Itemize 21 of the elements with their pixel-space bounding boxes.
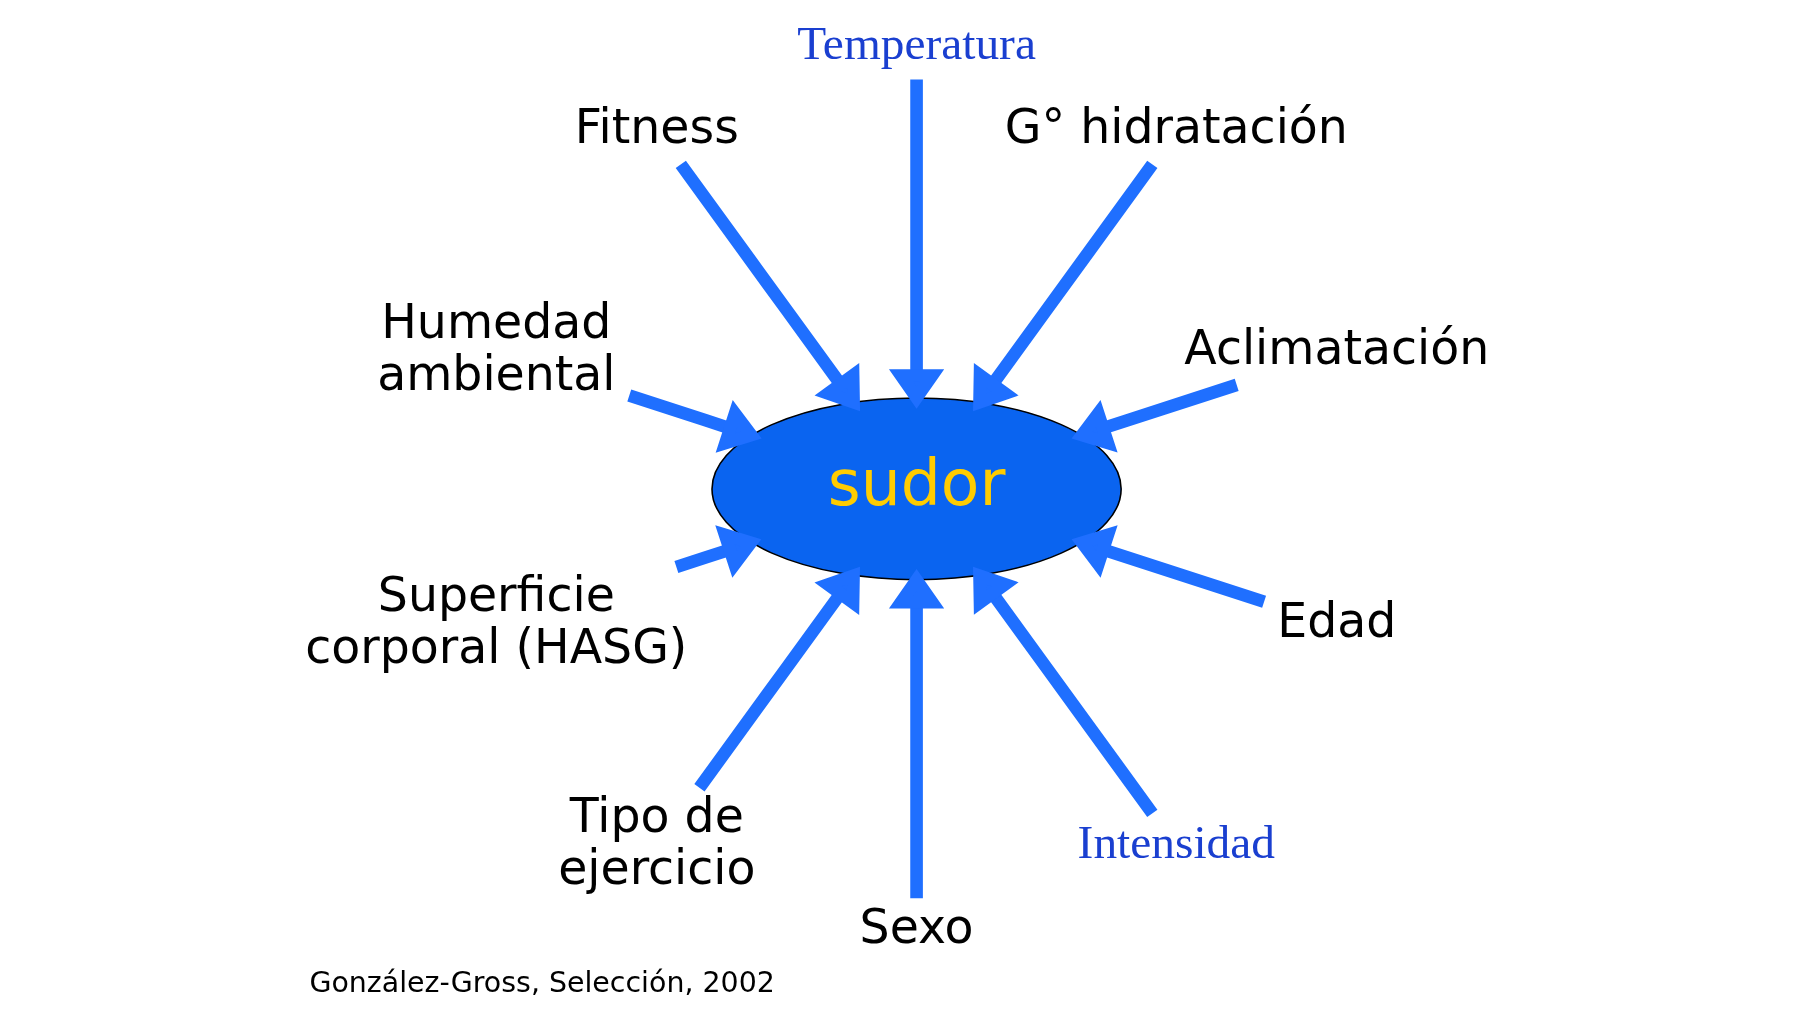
arrow	[675, 160, 861, 412]
arrow	[888, 569, 945, 899]
node-text: Temperatura	[797, 16, 1036, 69]
node-text: Superficie corporal (HASG)	[305, 567, 688, 675]
node-text: Tipo de ejercicio	[558, 788, 756, 896]
node-text: Edad	[1277, 593, 1397, 649]
arrow	[674, 525, 762, 578]
arrow	[973, 160, 1158, 412]
arrow	[888, 79, 945, 409]
arrow	[1071, 378, 1239, 453]
node-text: G° hidratación	[1004, 99, 1348, 155]
node-text: Humedad ambiental	[377, 294, 616, 402]
arrow	[694, 566, 860, 792]
node-text: Aclimatación	[1184, 320, 1490, 376]
node-text: Fitness	[574, 99, 739, 155]
arrow	[627, 389, 762, 453]
arrow	[973, 566, 1158, 818]
node-text: Sexo	[859, 898, 974, 954]
node-text: Intensidad	[1077, 816, 1275, 869]
arrow	[1071, 525, 1267, 608]
caption: González-Gross, Selección, 2002	[309, 966, 775, 1000]
